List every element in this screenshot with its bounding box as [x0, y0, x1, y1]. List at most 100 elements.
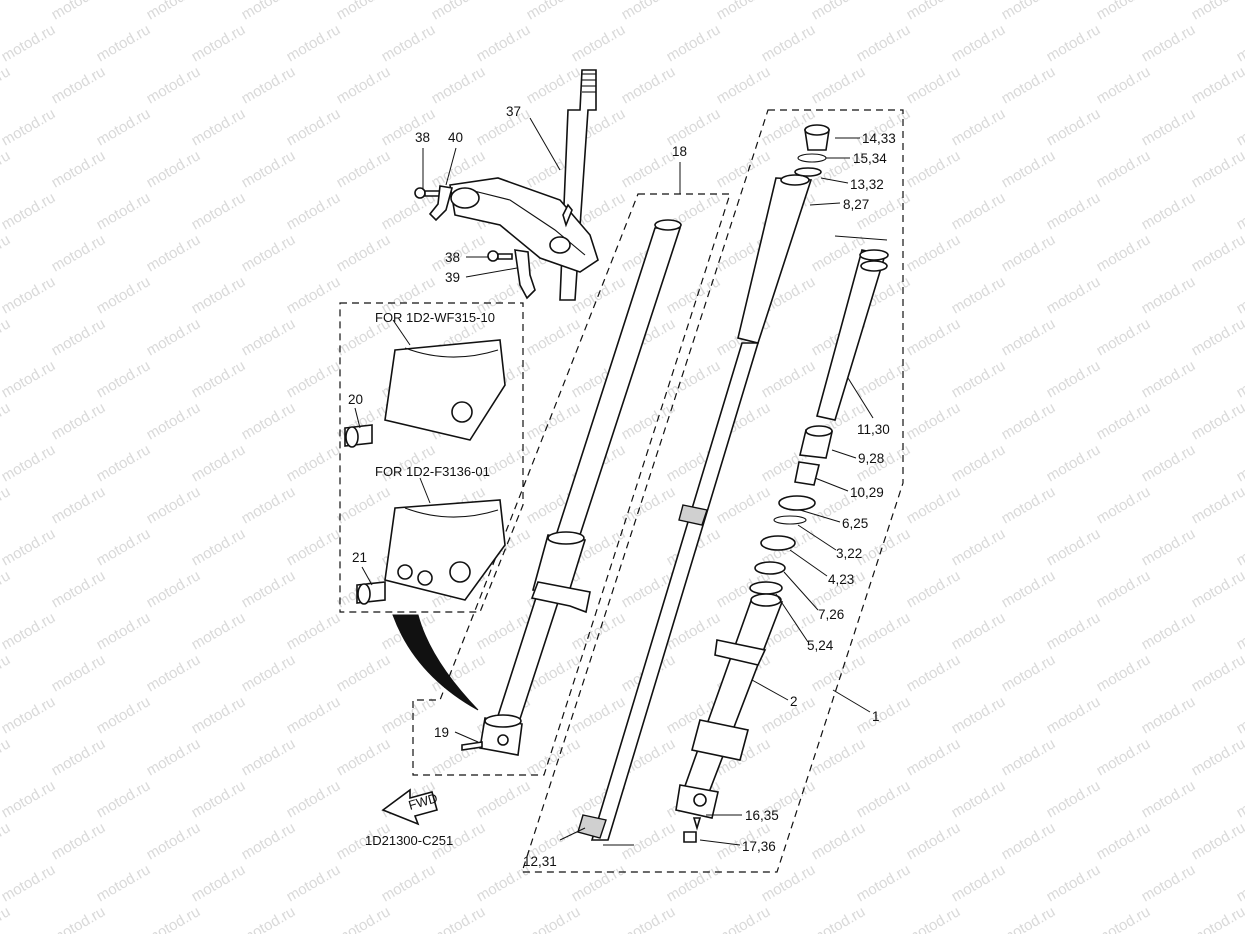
- watermark-text: motod.ru: [334, 903, 394, 934]
- watermark-text: motod.ru: [189, 357, 249, 401]
- inset-clamp-a: [344, 339, 506, 448]
- watermark-text: motod.ru: [664, 21, 724, 65]
- watermark-text: motod.ru: [949, 21, 1009, 65]
- damper-rod-11: [816, 235, 889, 421]
- watermark-text: motod.ru: [334, 483, 394, 527]
- label-part-39: 39: [445, 270, 460, 285]
- watermark-text: motod.ru: [999, 651, 1059, 695]
- watermark-text: motod.ru: [1234, 105, 1245, 149]
- watermark-text: motod.ru: [1094, 903, 1154, 934]
- watermark-text: motod.ru: [94, 693, 154, 737]
- watermark-text: motod.ru: [94, 777, 154, 821]
- watermark-text: motod.ru: [239, 567, 299, 611]
- watermark-text: motod.ru: [189, 777, 249, 821]
- watermark-text: motod.ru: [144, 735, 204, 779]
- watermark-text: motod.ru: [239, 0, 299, 23]
- watermark-text: motod.ru: [189, 861, 249, 905]
- watermark-text: motod.ru: [1094, 399, 1154, 443]
- watermark-text: motod.ru: [189, 189, 249, 233]
- watermark-text: motod.ru: [619, 819, 679, 863]
- watermark-text: motod.ru: [239, 651, 299, 695]
- watermark-text: motod.ru: [49, 483, 109, 527]
- watermark-text: motod.ru: [0, 231, 13, 275]
- watermark-text: motod.ru: [809, 819, 869, 863]
- label-part-5-24: 5,24: [807, 638, 834, 653]
- watermark-text: motod.ru: [0, 0, 13, 23]
- watermark-text: motod.ru: [1139, 693, 1199, 737]
- watermark-text: motod.ru: [524, 735, 584, 779]
- watermark-text: motod.ru: [1189, 903, 1245, 934]
- watermark-text: motod.ru: [0, 105, 58, 149]
- inset-note-variant-b: FOR 1D2-F3136-01: [375, 464, 490, 479]
- watermark-text: motod.ru: [904, 735, 964, 779]
- watermark-text: motod.ru: [619, 147, 679, 191]
- watermark-text: motod.ru: [284, 189, 344, 233]
- watermark-text: motod.ru: [0, 357, 58, 401]
- watermark-text: motod.ru: [664, 861, 724, 905]
- watermark-text: motod.ru: [1139, 273, 1199, 317]
- watermark-text: motod.ru: [144, 483, 204, 527]
- watermark-text: motod.ru: [949, 105, 1009, 149]
- watermark-text: motod.ru: [999, 567, 1059, 611]
- watermark-text: motod.ru: [904, 819, 964, 863]
- label-part-4-23: 4,23: [828, 572, 854, 587]
- label-part-10-29: 10,29: [850, 485, 884, 500]
- watermark-text: motod.ru: [0, 609, 58, 653]
- watermark-text: motod.ru: [1139, 609, 1199, 653]
- watermark-text: motod.ru: [1094, 315, 1154, 359]
- watermark-text: motod.ru: [429, 0, 489, 23]
- watermark-text: motod.ru: [999, 483, 1059, 527]
- label-part-18: 18: [672, 144, 687, 159]
- watermark-text: motod.ru: [0, 21, 58, 65]
- watermark-text: motod.ru: [1094, 0, 1154, 23]
- watermark-text: motod.ru: [1189, 483, 1245, 527]
- watermark-text: motod.ru: [0, 567, 13, 611]
- watermark-text: motod.ru: [1044, 777, 1104, 821]
- watermark-text: motod.ru: [94, 189, 154, 233]
- inset-clamp-b: [356, 499, 506, 605]
- watermark-text: motod.ru: [569, 693, 629, 737]
- watermark-text: motod.ru: [1189, 147, 1245, 191]
- assembly-1-outline: [521, 109, 904, 873]
- watermark-text: motod.ru: [1139, 441, 1199, 485]
- label-part-20: 20: [348, 392, 363, 407]
- watermark-text: motod.ru: [1234, 189, 1245, 233]
- watermark-text: motod.ru: [949, 609, 1009, 653]
- watermark-text: motod.ru: [949, 273, 1009, 317]
- watermark-text: motod.ru: [189, 105, 249, 149]
- watermark-text: motod.ru: [759, 861, 819, 905]
- watermark-text: motod.ru: [854, 357, 914, 401]
- watermark-text: motod.ru: [809, 903, 869, 934]
- watermark-text: motod.ru: [904, 903, 964, 934]
- watermark-text: motod.ru: [524, 399, 584, 443]
- watermark-text: motod.ru: [144, 231, 204, 275]
- label-part-38-top: 38: [415, 130, 430, 145]
- watermark-text: motod.ru: [1189, 315, 1245, 359]
- watermark-text: motod.ru: [949, 357, 1009, 401]
- watermark-text: motod.ru: [1044, 105, 1104, 149]
- watermark-text: motod.ru: [49, 231, 109, 275]
- watermark-text: motod.ru: [239, 735, 299, 779]
- watermark-text: motod.ru: [1044, 441, 1104, 485]
- watermark-text: motod.ru: [619, 63, 679, 107]
- watermark-text: motod.ru: [334, 231, 394, 275]
- label-part-8-27: 8,27: [843, 197, 869, 212]
- watermark-text: motod.ru: [1044, 693, 1104, 737]
- watermark-text: motod.ru: [239, 483, 299, 527]
- label-part-12-31: 12,31: [523, 854, 557, 869]
- watermark-text: motod.ru: [0, 147, 13, 191]
- watermark-text: motod.ru: [144, 651, 204, 695]
- watermark-text: motod.ru: [1234, 777, 1245, 821]
- watermark-text: motod.ru: [1139, 21, 1199, 65]
- watermark-text: motod.ru: [904, 231, 964, 275]
- watermark-text: motod.ru: [714, 483, 774, 527]
- watermark-text: motod.ru: [1094, 483, 1154, 527]
- watermark-text: motod.ru: [284, 609, 344, 653]
- watermark-text: motod.ru: [1189, 399, 1245, 443]
- watermark-text: motod.ru: [474, 21, 534, 65]
- watermark-text: motod.ru: [619, 903, 679, 934]
- watermark-text: motod.ru: [379, 861, 439, 905]
- watermark-text: motod.ru: [1189, 651, 1245, 695]
- watermark-text: motod.ru: [1094, 735, 1154, 779]
- watermark-text: motod.ru: [0, 861, 58, 905]
